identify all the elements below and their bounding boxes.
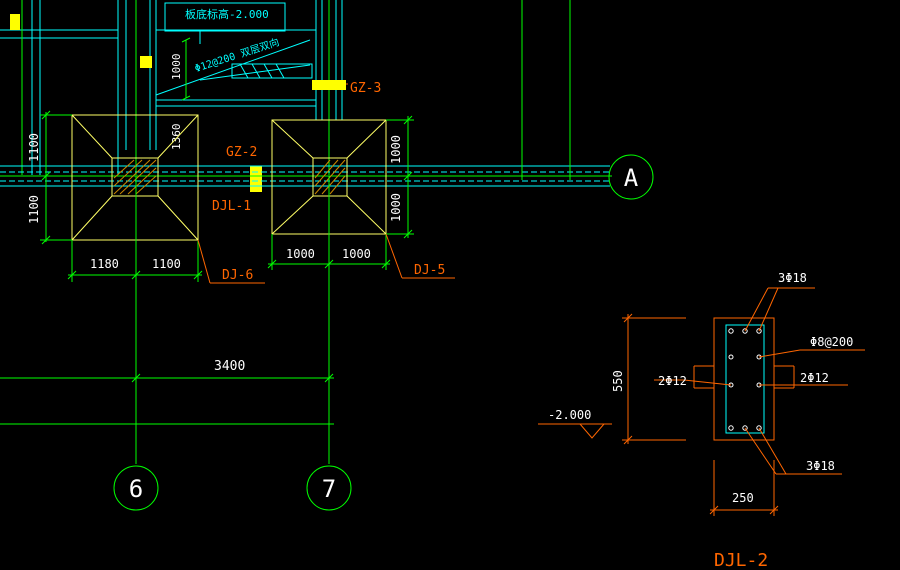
axis-a-label: A bbox=[624, 164, 639, 192]
dim-left-lower: 1100 bbox=[27, 195, 41, 224]
dim-right-upper: 1000 bbox=[389, 135, 403, 164]
dim-right-w2: 1000 bbox=[342, 247, 371, 261]
dim-left-upper: 1100 bbox=[27, 133, 41, 162]
foundation-beam bbox=[0, 165, 612, 187]
axis-a-bubble bbox=[608, 154, 654, 200]
djl1-label: DJL-1 bbox=[212, 199, 251, 214]
elevation-note: 板底标高-2.000 bbox=[185, 7, 269, 21]
gz3-label: GZ-3 bbox=[350, 81, 381, 96]
axis-6-bubble bbox=[113, 465, 159, 511]
section-side-left: 2Φ12 bbox=[658, 374, 687, 388]
footing-dj6 bbox=[71, 114, 199, 241]
section-elevation: -2.000 bbox=[548, 408, 591, 422]
section-ticks bbox=[623, 313, 779, 515]
dim-left-w2: 1100 bbox=[152, 257, 181, 271]
column-markers bbox=[10, 14, 346, 192]
section-side-right: 2Φ12 bbox=[800, 371, 829, 385]
section-djl2 bbox=[538, 287, 865, 516]
axis-7-label: 7 bbox=[322, 475, 336, 503]
section-height: 550 bbox=[611, 370, 625, 392]
dj6-label: DJ-6 bbox=[222, 268, 253, 283]
dim-right-w1: 1000 bbox=[286, 247, 315, 261]
section-stirrup: Φ8@200 bbox=[810, 335, 853, 349]
dim-span: 3400 bbox=[214, 359, 245, 374]
column-hatch-left bbox=[113, 159, 157, 195]
axis-6-label: 6 bbox=[129, 475, 143, 503]
section-title: DJL-2 bbox=[714, 550, 768, 570]
dj5-label: DJ-5 bbox=[414, 263, 445, 278]
height-dim-1000: 1000 bbox=[170, 54, 183, 81]
dimension-lines bbox=[0, 112, 414, 464]
section-bottom-bars: 3Φ18 bbox=[806, 459, 835, 473]
leader-lines bbox=[197, 233, 455, 284]
axis-7-bubble bbox=[306, 465, 352, 511]
section-top-bars: 3Φ18 bbox=[778, 271, 807, 285]
column-hatch-right bbox=[314, 159, 346, 195]
height-dim-1360: 1360 bbox=[170, 124, 183, 151]
section-width: 250 bbox=[732, 491, 754, 505]
dimension-ticks bbox=[41, 110, 413, 383]
dim-right-lower: 1000 bbox=[389, 193, 403, 222]
dim-left-w1: 1180 bbox=[90, 257, 119, 271]
gz2-label: GZ-2 bbox=[226, 145, 257, 160]
footing-dj5 bbox=[271, 119, 387, 235]
